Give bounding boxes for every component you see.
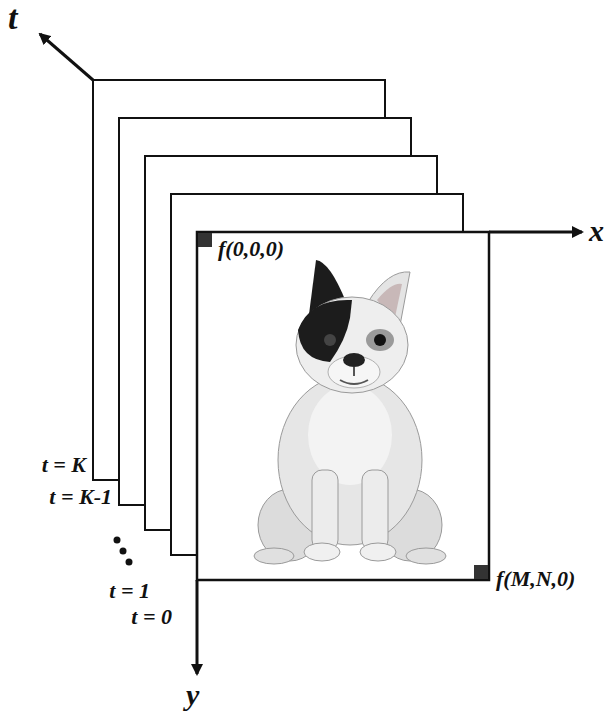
dog-leg bbox=[312, 470, 338, 550]
t-axis bbox=[40, 34, 93, 80]
dot bbox=[120, 548, 127, 555]
dog-eye-patch bbox=[366, 329, 394, 351]
dog-nose bbox=[343, 353, 365, 367]
dot bbox=[114, 537, 121, 544]
y-axis bbox=[196, 580, 199, 674]
ellipsis-dots bbox=[114, 537, 133, 566]
dog-patch bbox=[298, 300, 352, 362]
dog-picture bbox=[254, 260, 446, 564]
frame-stack bbox=[93, 80, 489, 580]
pixel-marker bbox=[198, 233, 212, 247]
dog-paw bbox=[360, 543, 396, 561]
x-axis bbox=[489, 231, 582, 234]
frame-index: t = K-1 bbox=[49, 484, 112, 509]
dog-eye bbox=[324, 334, 336, 346]
video-frame bbox=[197, 232, 489, 580]
axis-label: x bbox=[589, 214, 604, 249]
pixel-markers bbox=[198, 233, 488, 579]
dog-mouth bbox=[340, 367, 368, 384]
dog-leg bbox=[362, 470, 388, 550]
dog-paw bbox=[406, 548, 446, 564]
frame-index: t = K bbox=[42, 452, 86, 477]
dog-body bbox=[278, 375, 422, 545]
axes bbox=[40, 34, 582, 674]
dot bbox=[126, 559, 133, 566]
dog-paw bbox=[254, 548, 294, 564]
dog-paw bbox=[304, 543, 340, 561]
pixel-label: f(M,N,0) bbox=[496, 566, 575, 591]
pixel-marker bbox=[474, 565, 488, 579]
dog-eye bbox=[374, 334, 386, 346]
axis-label: y bbox=[186, 680, 199, 710]
frame-index: t = 1 bbox=[109, 578, 150, 603]
pixel-label: f(0,0,0) bbox=[218, 236, 284, 261]
frame-index: t = 0 bbox=[131, 604, 172, 629]
dog-head bbox=[296, 297, 408, 393]
axis-label: t bbox=[8, 0, 17, 37]
